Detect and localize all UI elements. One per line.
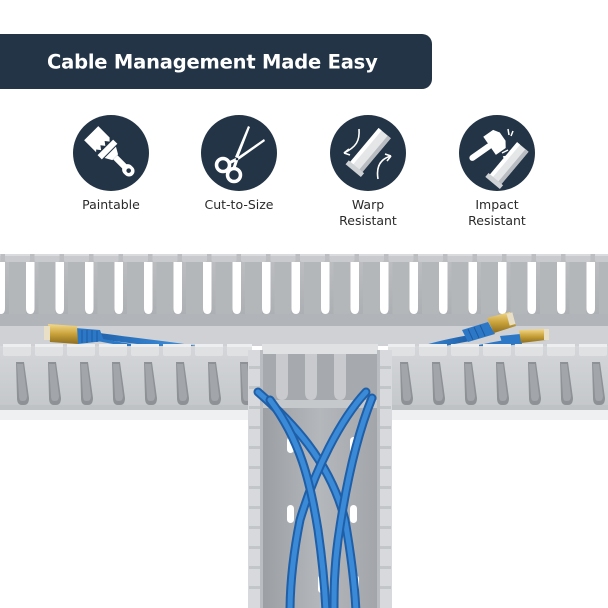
feature-label: Cut-to-Size: [204, 197, 274, 212]
duct-vertical-left-wall: [248, 350, 263, 608]
feature-impact-resistant: Impact Resistant: [427, 115, 567, 229]
feature-label: Impact Resistant: [468, 197, 526, 228]
cable-duct-illustration: [0, 254, 608, 608]
feature-cut-to-size: Cut-to-Size: [169, 115, 309, 213]
banner-title: Cable Management Made Easy: [47, 50, 378, 73]
impact-resistant-icon: [459, 115, 535, 191]
feature-warp-resistant: Warp Resistant: [298, 115, 438, 229]
warp-resistant-icon: [330, 115, 406, 191]
scissors-icon: [201, 115, 277, 191]
product-photo-cable-duct: [0, 240, 608, 608]
feature-paintable: Paintable: [41, 115, 181, 213]
paintbrush-icon: [73, 115, 149, 191]
blue-cable-bundle: [253, 387, 377, 608]
duct-front-wall-left: [0, 344, 252, 410]
duct-vertical-right-wall: [377, 350, 392, 608]
duct-front-wall-right: [388, 344, 608, 410]
header-banner: Cable Management Made Easy: [0, 34, 432, 89]
feature-label: Paintable: [82, 197, 140, 212]
duct-back-wall: [0, 254, 608, 326]
feature-label: Warp Resistant: [339, 197, 397, 228]
duct-shadow: [0, 410, 252, 420]
